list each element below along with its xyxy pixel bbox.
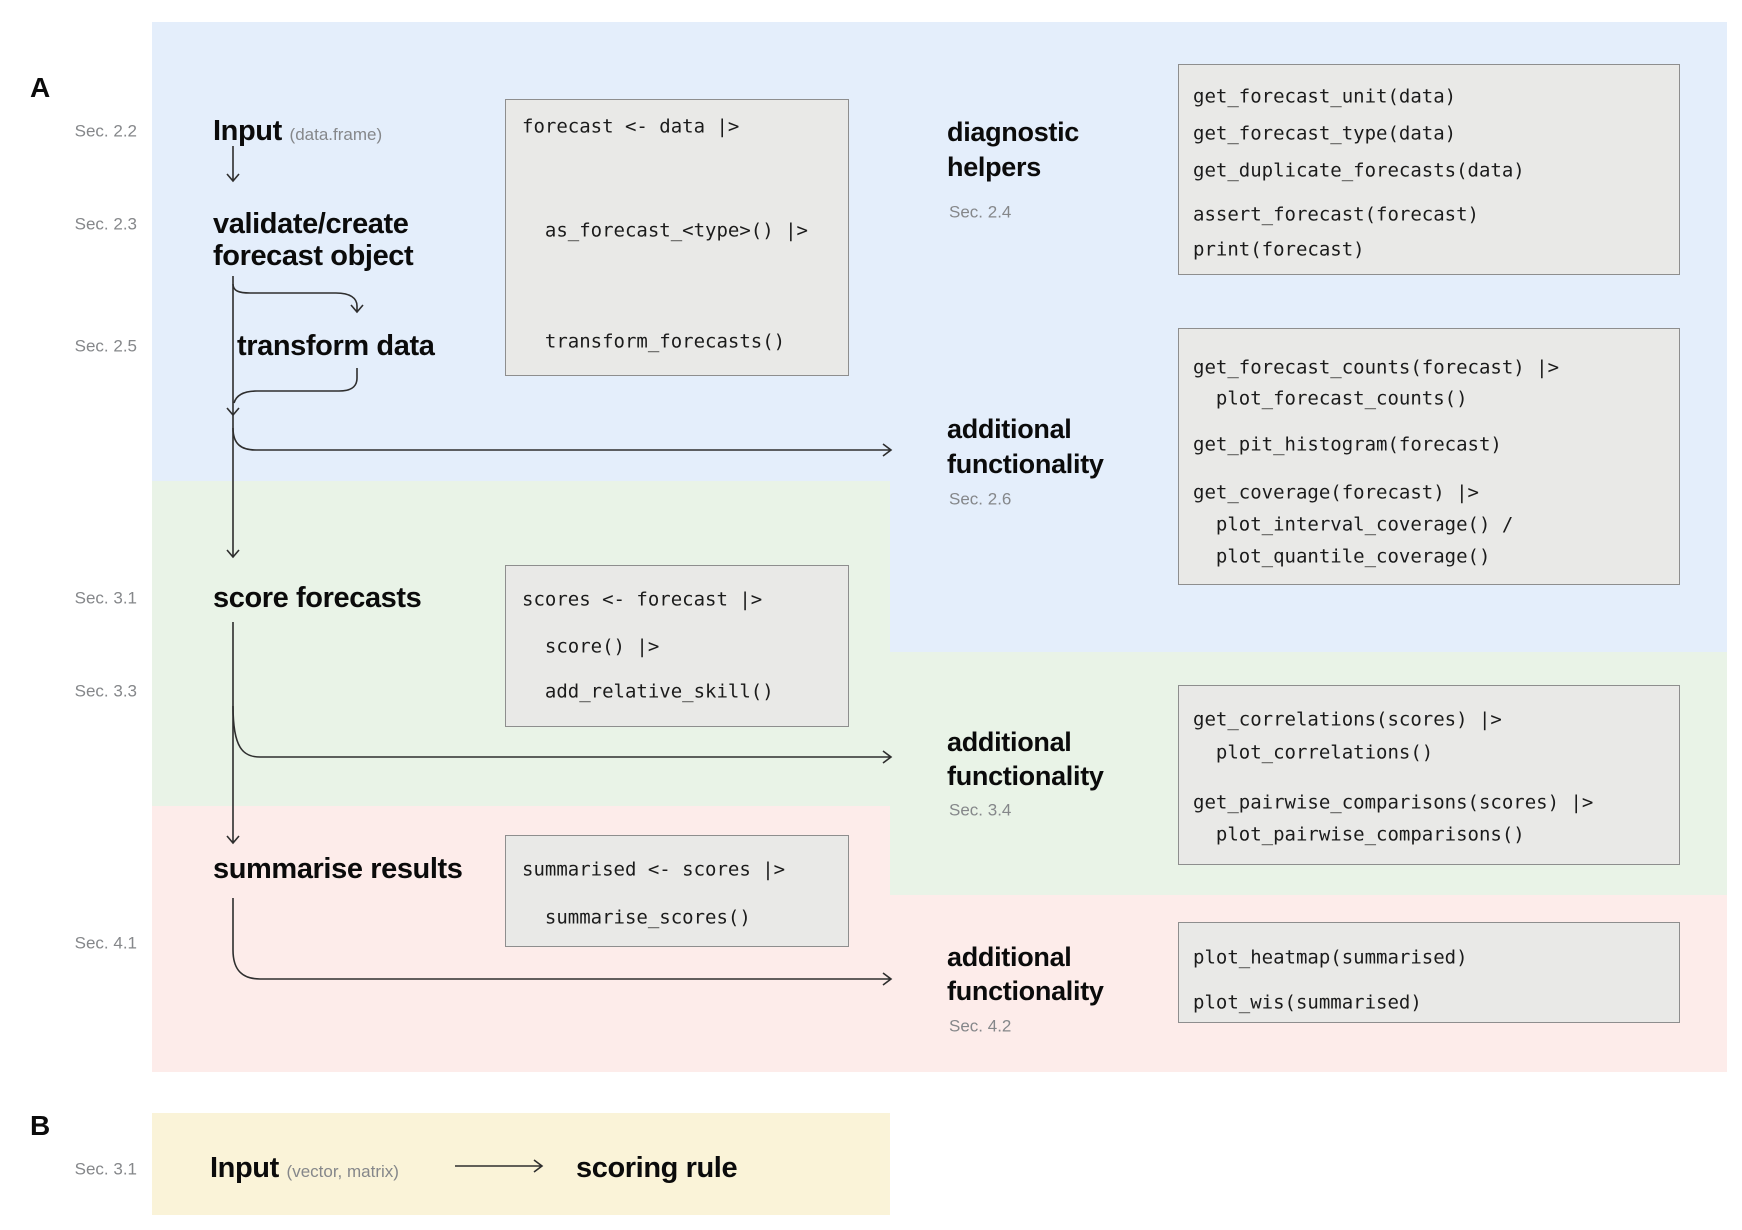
code-additional-blue-line: plot_quantile_coverage() [1193, 545, 1491, 568]
code-additional-green-line: get_correlations(scores) |> [1193, 708, 1502, 731]
codebox-additional-blue [1178, 328, 1680, 585]
code-diagnostic-line: get_forecast_unit(data) [1193, 85, 1457, 108]
step-validate-line2: forecast object [213, 239, 414, 272]
section-label-3-1: Sec. 3.1 [74, 588, 137, 608]
step-score: score forecasts [213, 581, 422, 614]
heading-additional-blue-line1: additional [947, 413, 1072, 444]
code-additional-blue-line: get_pit_histogram(forecast) [1193, 433, 1502, 456]
codebox-scoring [505, 565, 849, 727]
code-pipeline-line: as_forecast_<type>() |> [522, 219, 808, 242]
codebox-additional-pink [1178, 922, 1680, 1023]
codebox-diagnostic-helpers [1178, 64, 1680, 275]
step-validate-line1: validate/create [213, 207, 409, 240]
panel-b-scoring-rule: scoring rule [576, 1151, 738, 1184]
step-input-type: (data.frame) [289, 124, 383, 144]
code-additional-pink-line: plot_heatmap(summarised) [1193, 946, 1468, 969]
code-additional-blue-line: plot_interval_coverage() / [1193, 513, 1514, 536]
section-label-2-3: Sec. 2.3 [74, 214, 137, 234]
heading-additional-green-sec: Sec. 3.4 [949, 800, 1012, 820]
code-summarising-line: summarised <- scores |> [522, 858, 786, 881]
code-additional-pink-line: plot_wis(summarised) [1193, 991, 1422, 1014]
panel-a-label: A [30, 72, 51, 103]
panel-b-input-type: (vector, matrix) [286, 1161, 399, 1181]
heading-additional-blue-sec: Sec. 2.6 [949, 489, 1012, 509]
code-scoring-line: scores <- forecast |> [522, 588, 763, 611]
code-additional-green-line: plot_pairwise_comparisons() [1193, 823, 1525, 846]
code-pipeline-line: transform_forecasts() [522, 330, 786, 353]
code-additional-green-line: plot_correlations() [1193, 741, 1434, 764]
codebox-pipeline [505, 99, 849, 376]
heading-additional-pink-sec: Sec. 4.2 [949, 1016, 1012, 1036]
code-additional-blue-line: get_forecast_counts(forecast) |> [1193, 356, 1560, 379]
section-label-4-1: Sec. 4.1 [74, 933, 137, 953]
step-transform: transform data [237, 329, 435, 362]
codebox-summarising [505, 835, 849, 947]
code-diagnostic-line: print(forecast) [1193, 238, 1365, 261]
step-input-text: Input [213, 114, 282, 147]
code-scoring-line: score() |> [522, 635, 660, 658]
code-additional-green-line: get_pairwise_comparisons(scores) |> [1193, 791, 1594, 814]
code-diagnostic-line: get_forecast_type(data) [1193, 122, 1457, 145]
code-scoring-line: add_relative_skill() [522, 680, 774, 703]
section-label-2-5: Sec. 2.5 [74, 336, 137, 356]
codebox-additional-green [1178, 685, 1680, 865]
heading-additional-green-line2: functionality [947, 760, 1104, 791]
section-label-2-2: Sec. 2.2 [74, 121, 137, 141]
code-additional-blue-line: get_coverage(forecast) |> [1193, 481, 1479, 504]
step-input: Input (data.frame) [213, 115, 382, 148]
code-additional-blue-line: plot_forecast_counts() [1193, 387, 1468, 410]
panel-b-label: B [30, 1110, 51, 1141]
code-diagnostic-line: assert_forecast(forecast) [1193, 203, 1479, 226]
heading-diagnostic-helpers-sec: Sec. 2.4 [949, 202, 1012, 222]
code-summarising-line: summarise_scores() [522, 906, 751, 929]
panel-b-input-text: Input [210, 1151, 279, 1184]
panel-b-input: Input (vector, matrix) [210, 1152, 399, 1185]
step-summarise: summarise results [213, 852, 463, 885]
code-pipeline-line: forecast <- data |> [522, 115, 740, 138]
heading-additional-pink-line2: functionality [947, 975, 1104, 1006]
heading-additional-blue-line2: functionality [947, 448, 1104, 479]
section-label-b-3-1: Sec. 3.1 [74, 1159, 137, 1179]
code-diagnostic-line: get_duplicate_forecasts(data) [1193, 159, 1525, 182]
heading-diagnostic-helpers-line1: diagnostic [947, 116, 1080, 147]
heading-additional-pink-line1: additional [947, 941, 1072, 972]
heading-additional-green-line1: additional [947, 726, 1072, 757]
section-label-3-3: Sec. 3.3 [74, 681, 137, 701]
heading-diagnostic-helpers-line2: helpers [947, 151, 1041, 182]
